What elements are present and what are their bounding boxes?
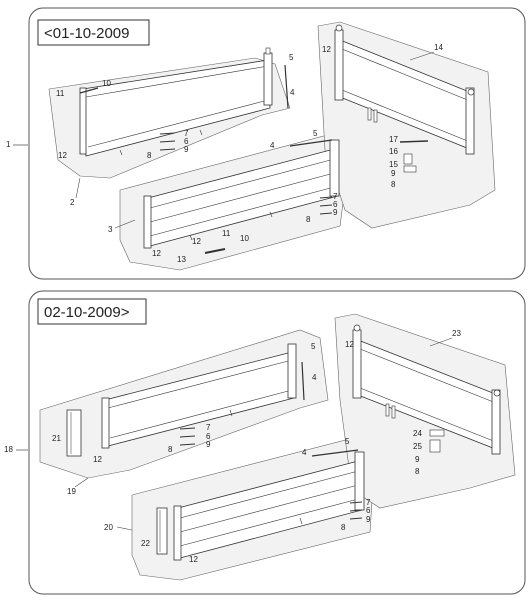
callout-13: 13 <box>177 255 186 264</box>
callout-7a: 7 <box>184 129 189 138</box>
callout-11a: 11 <box>56 89 65 98</box>
callout-b-24: 24 <box>413 429 422 438</box>
callout-3: 3 <box>108 225 113 234</box>
part-14-rear-panel <box>334 24 475 155</box>
panel-top: <01-10-2009 1 <box>6 7 526 280</box>
callout-6b: 6 <box>333 200 338 209</box>
callout-b-6b: 6 <box>366 506 371 515</box>
callout-9a: 9 <box>184 145 189 154</box>
callout-b-12a: 12 <box>93 455 102 464</box>
part-22-bar <box>156 507 168 555</box>
callout-b-8a: 8 <box>168 445 173 454</box>
callout-16: 16 <box>389 147 398 156</box>
callout-b-12c: 12 <box>345 340 354 349</box>
callout-17: 17 <box>389 135 398 144</box>
part-21-bar <box>66 409 82 457</box>
panel-top-date-box <box>37 19 150 46</box>
callout-b-4a: 4 <box>312 373 317 382</box>
callout-b-12b: 12 <box>189 555 198 564</box>
callout-b-9c: 9 <box>415 455 420 464</box>
callout-b-5a: 5 <box>311 342 316 351</box>
callout-15: 15 <box>389 160 398 169</box>
callout-2: 2 <box>70 198 75 207</box>
callout-6a: 6 <box>184 137 189 146</box>
callout-b-6a: 6 <box>206 432 211 441</box>
callouts-top: 2 3 4 4 5 5 6 6 7 7 8 8 8 9 9 9 10 10 11… <box>56 43 443 264</box>
panel-bottom: 02-10-2009> 18 <box>4 290 526 595</box>
callout-b-22: 22 <box>141 539 150 548</box>
panel-bottom-date-label: 02-10-2009> <box>44 304 130 321</box>
callout-9b: 9 <box>333 208 338 217</box>
callout-11b: 11 <box>222 229 231 238</box>
callout-4a: 4 <box>290 88 295 97</box>
callout-b-19: 19 <box>67 487 76 496</box>
callout-12c: 12 <box>322 45 331 54</box>
callout-10b: 10 <box>240 234 249 243</box>
callout-b-4b: 4 <box>302 448 307 457</box>
panel-top-date-label: <01-10-2009 <box>44 25 130 42</box>
callout-b-9a: 9 <box>206 440 211 449</box>
callouts-bottom: 4 4 5 5 6 6 7 7 8 8 8 9 9 9 12 12 12 19 … <box>52 329 461 564</box>
callout-b-23: 23 <box>452 329 461 338</box>
part-2-front-panel <box>79 47 273 157</box>
callout-b-8b: 8 <box>341 523 346 532</box>
callout-5a: 5 <box>289 53 294 62</box>
callout-8a: 8 <box>147 151 152 160</box>
callout-12d: 12 <box>192 237 201 246</box>
callout-b-20: 20 <box>104 523 113 532</box>
part-3-side-panel <box>143 139 340 249</box>
callout-4b: 4 <box>270 141 275 150</box>
callout-7b: 7 <box>333 192 338 201</box>
callout-9c: 9 <box>391 169 396 178</box>
panel-bottom-group-label: 18 <box>4 445 13 454</box>
callout-14: 14 <box>434 43 443 52</box>
callout-b-7b: 7 <box>366 498 371 507</box>
callout-b-8c: 8 <box>415 467 420 476</box>
callout-12b: 12 <box>152 249 161 258</box>
callout-b-25: 25 <box>413 442 422 451</box>
callout-b-9b: 9 <box>366 515 371 524</box>
callout-10a: 10 <box>102 79 111 88</box>
part-23-rear-panel <box>352 324 501 455</box>
callout-b-7a: 7 <box>206 423 211 432</box>
callout-8c: 8 <box>391 180 396 189</box>
callout-12a: 12 <box>58 151 67 160</box>
callout-8b: 8 <box>306 215 311 224</box>
panel-top-group-label: 1 <box>6 140 11 149</box>
panel-bottom-date-box <box>37 298 147 325</box>
callout-5b: 5 <box>313 129 318 138</box>
part-19-front-panel <box>101 343 297 449</box>
callout-b-5b: 5 <box>345 437 350 446</box>
hardware-bottom <box>179 361 445 520</box>
callout-b-21: 21 <box>52 434 61 443</box>
panel-top-frame <box>28 7 526 280</box>
panel-bottom-frame <box>28 290 526 595</box>
hardware-top <box>79 64 429 254</box>
